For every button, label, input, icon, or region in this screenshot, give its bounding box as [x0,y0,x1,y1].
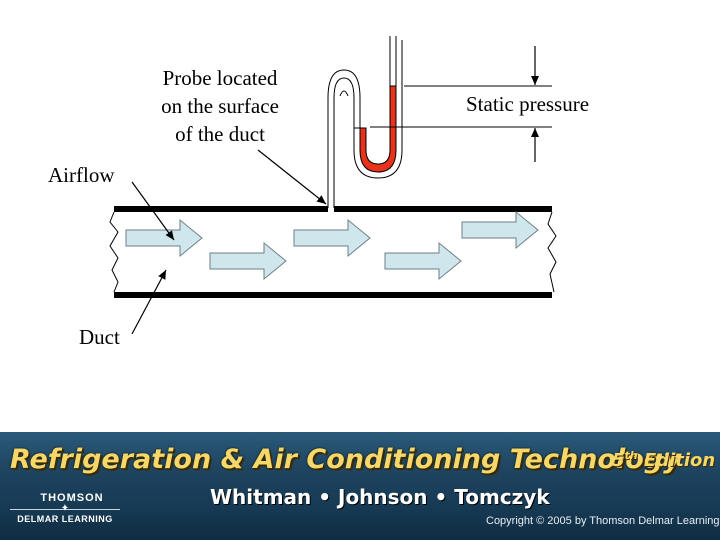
probe-label: Probe located on the surface of the duct [140,64,300,148]
duct-diagram [0,0,720,432]
tubing-bend-detail [340,91,348,96]
banner-title: Refrigeration & Air Conditioning Technol… [10,444,610,475]
banner-authors: Whitman • Johnson • Tomczyk [210,485,550,509]
probe-callout-line [258,150,326,204]
airflow-arrow-5 [462,212,538,248]
banner-edition: 5th Edition [612,449,715,471]
copyright-notice: Copyright © 2005 by Thomson Delmar Learn… [486,515,720,527]
probe-label-line: on the surface [140,92,300,120]
book-banner: Refrigeration & Air Conditioning Technol… [0,432,720,540]
duct-callout-line [132,270,166,334]
airflow-arrow-3 [294,220,370,256]
static-pressure-label: Static pressure [466,90,589,118]
manometer-inner-wall [390,36,396,86]
edition-word: Edition [638,450,716,471]
star-icon: ✦ [60,504,70,514]
edition-suffix: th [625,449,638,462]
publisher-name: THOMSON [24,492,120,504]
duct-left-break [110,212,118,292]
publisher-imprint: DELMAR LEARNING [10,514,120,524]
airflow-arrow-2 [210,243,286,279]
probe-opening [328,204,334,214]
duct-bottom-wall [114,292,552,298]
manometer-fluid [360,86,396,172]
edition-number: 5 [612,450,625,471]
airflow-label: Airflow [48,161,115,189]
probe-label-line: Probe located [140,64,300,92]
duct-label: Duct [79,323,120,351]
airflow-arrow-4 [385,243,461,279]
publisher-logo: THOMSON ✦ DELMAR LEARNING [10,492,120,532]
probe-label-line: of the duct [140,120,300,148]
duct-right-break [548,212,556,292]
